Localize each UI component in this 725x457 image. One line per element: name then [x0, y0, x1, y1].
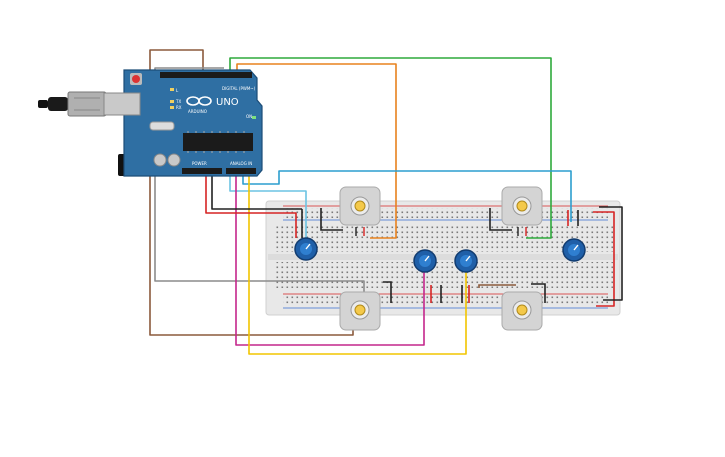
- wire-yellow[interactable]: [248, 175, 467, 355]
- digital-header[interactable]: [160, 72, 252, 78]
- capacitor-2: [167, 153, 181, 167]
- potentiometer-3[interactable]: [454, 249, 478, 273]
- wire-magenta[interactable]: [235, 175, 425, 346]
- terminal-strip-bottom: [275, 262, 613, 288]
- dc-motor-4[interactable]: [501, 291, 543, 331]
- atmega-chip: [183, 133, 253, 151]
- wire-gray[interactable]: [154, 67, 365, 293]
- dc-motor-3[interactable]: [339, 291, 381, 331]
- l-label: L: [176, 88, 179, 93]
- bottom-power-rail: [283, 296, 608, 306]
- arduino-uno-board[interactable]: UNO ARDUINO DIGITAL (PWM~) POWER ANALOG …: [38, 69, 263, 177]
- wire-blue[interactable]: [242, 170, 572, 222]
- wire-black-gnd[interactable]: [211, 175, 302, 210]
- on-label: ON: [246, 114, 252, 119]
- power-header[interactable]: [182, 168, 222, 174]
- digital-label: DIGITAL (PWM~): [222, 86, 256, 91]
- analog-header[interactable]: [226, 168, 256, 174]
- wire-lightblue[interactable]: [229, 175, 307, 238]
- dc-motor-2[interactable]: [501, 186, 543, 236]
- wire-red-right[interactable]: [593, 211, 615, 307]
- brand-label: ARDUINO: [188, 109, 207, 114]
- potentiometer-2[interactable]: [413, 249, 437, 273]
- model-label: UNO: [216, 97, 239, 108]
- dc-motor-1[interactable]: [339, 186, 381, 236]
- wire-green[interactable]: [229, 57, 552, 239]
- capacitor-1: [153, 153, 167, 167]
- jumpers[interactable]: [295, 208, 579, 303]
- power-label: POWER: [192, 161, 207, 166]
- wire-black-right[interactable]: [599, 206, 623, 301]
- wires[interactable]: [149, 49, 623, 355]
- arduino-logo: [186, 96, 212, 106]
- potentiometer-1[interactable]: [294, 237, 318, 261]
- wire-brown[interactable]: [149, 49, 354, 336]
- reset-button[interactable]: [132, 75, 140, 83]
- tx-label: TX: [175, 99, 181, 104]
- top-power-rail: [283, 208, 608, 218]
- potentiometer-4[interactable]: [562, 238, 586, 262]
- rx-label: RX: [176, 105, 182, 110]
- usb-cable: [38, 91, 107, 117]
- wire-orange[interactable]: [236, 63, 397, 239]
- crystal: [149, 121, 175, 131]
- usb-port: [103, 92, 141, 116]
- wire-red-5v[interactable]: [205, 175, 297, 232]
- analog-label: ANALOG IN: [230, 161, 252, 166]
